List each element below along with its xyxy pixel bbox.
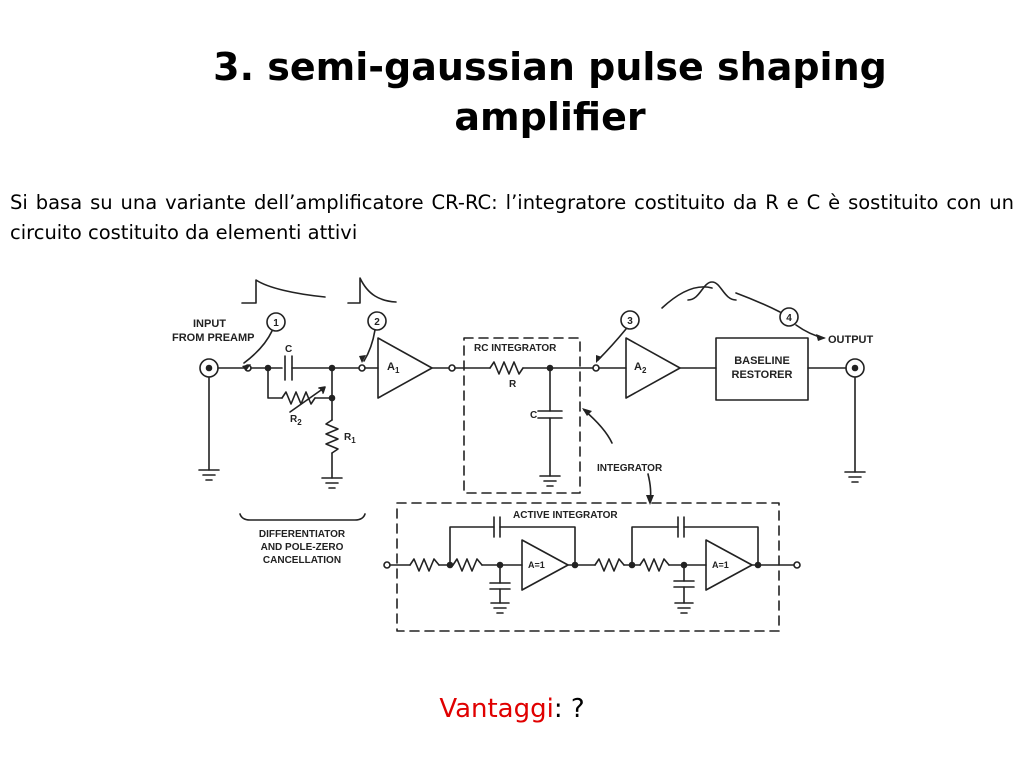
callout-3-circle bbox=[620, 310, 640, 330]
slide-description: Si basa su una variante dell’amplificato… bbox=[10, 191, 1014, 244]
baseline-label-2: RESTORER bbox=[732, 369, 793, 381]
rc-integrator-box bbox=[463, 337, 581, 494]
callout-3-label: 3 bbox=[627, 316, 633, 327]
input-label-2: FROM PREAMP bbox=[172, 332, 255, 344]
resistor-r1-label: R1 bbox=[344, 432, 356, 445]
slide-footer: Vantaggi: ? bbox=[0, 692, 1024, 726]
rc-resistor bbox=[489, 361, 524, 375]
diff-label-1: DIFFERENTIATOR bbox=[259, 529, 346, 540]
callout-2-label: 2 bbox=[374, 317, 380, 328]
waveform-differentiated bbox=[347, 277, 397, 304]
rc-resistor-label: R bbox=[509, 379, 517, 390]
title-line-2: amplifier bbox=[454, 95, 646, 139]
callout-1-label: 1 bbox=[273, 318, 279, 329]
resistor-r1 bbox=[325, 419, 339, 454]
input-label-1: INPUT bbox=[193, 318, 226, 330]
output-label: OUTPUT bbox=[828, 334, 874, 346]
amplifier-a2 bbox=[625, 337, 681, 399]
footer-rest: : ? bbox=[553, 694, 585, 724]
callout-4-label: 4 bbox=[786, 313, 792, 324]
unity-amp-2-triangle bbox=[705, 539, 753, 591]
unity-amp-1-label: A=1 bbox=[528, 560, 545, 570]
ground-symbol bbox=[198, 469, 220, 481]
rc-capacitor-label: C bbox=[530, 410, 537, 421]
rc-integrator-label: RC INTEGRATOR bbox=[474, 343, 557, 354]
unity-amp-1-triangle bbox=[521, 539, 569, 591]
slide-title: 3. semi-gaussian pulse shaping amplifier bbox=[120, 42, 980, 142]
baseline-restorer-box bbox=[715, 337, 809, 401]
amp-a2-label: A2 bbox=[634, 361, 647, 375]
capacitor-c bbox=[284, 355, 293, 381]
callout-4-circle bbox=[779, 307, 799, 327]
title-line-1: 3. semi-gaussian pulse shaping bbox=[213, 45, 887, 89]
capacitor-c-label: C bbox=[285, 344, 292, 355]
waveform-step bbox=[241, 279, 326, 304]
footer-emphasis: Vantaggi bbox=[439, 694, 554, 724]
callout-1-circle bbox=[266, 312, 286, 332]
amp-a1-label: A1 bbox=[387, 361, 400, 375]
diff-label-3: CANCELLATION bbox=[263, 555, 341, 566]
baseline-label-1: BASELINE bbox=[734, 355, 790, 367]
active-integrator-label: ACTIVE INTEGRATOR bbox=[513, 510, 618, 521]
diff-label-2: AND POLE-ZERO bbox=[261, 542, 344, 553]
unity-amp-2-label: A=1 bbox=[712, 560, 729, 570]
resistor-r2-label: R2 bbox=[290, 414, 302, 427]
integrator-label: INTEGRATOR bbox=[597, 463, 663, 474]
differentiator-brace bbox=[239, 513, 366, 521]
amplifier-a1 bbox=[377, 337, 433, 399]
callout-2-circle bbox=[367, 311, 387, 331]
waveform-gaussian bbox=[687, 281, 737, 301]
resistor-r2 bbox=[281, 391, 316, 405]
rc-capacitor bbox=[537, 410, 563, 419]
